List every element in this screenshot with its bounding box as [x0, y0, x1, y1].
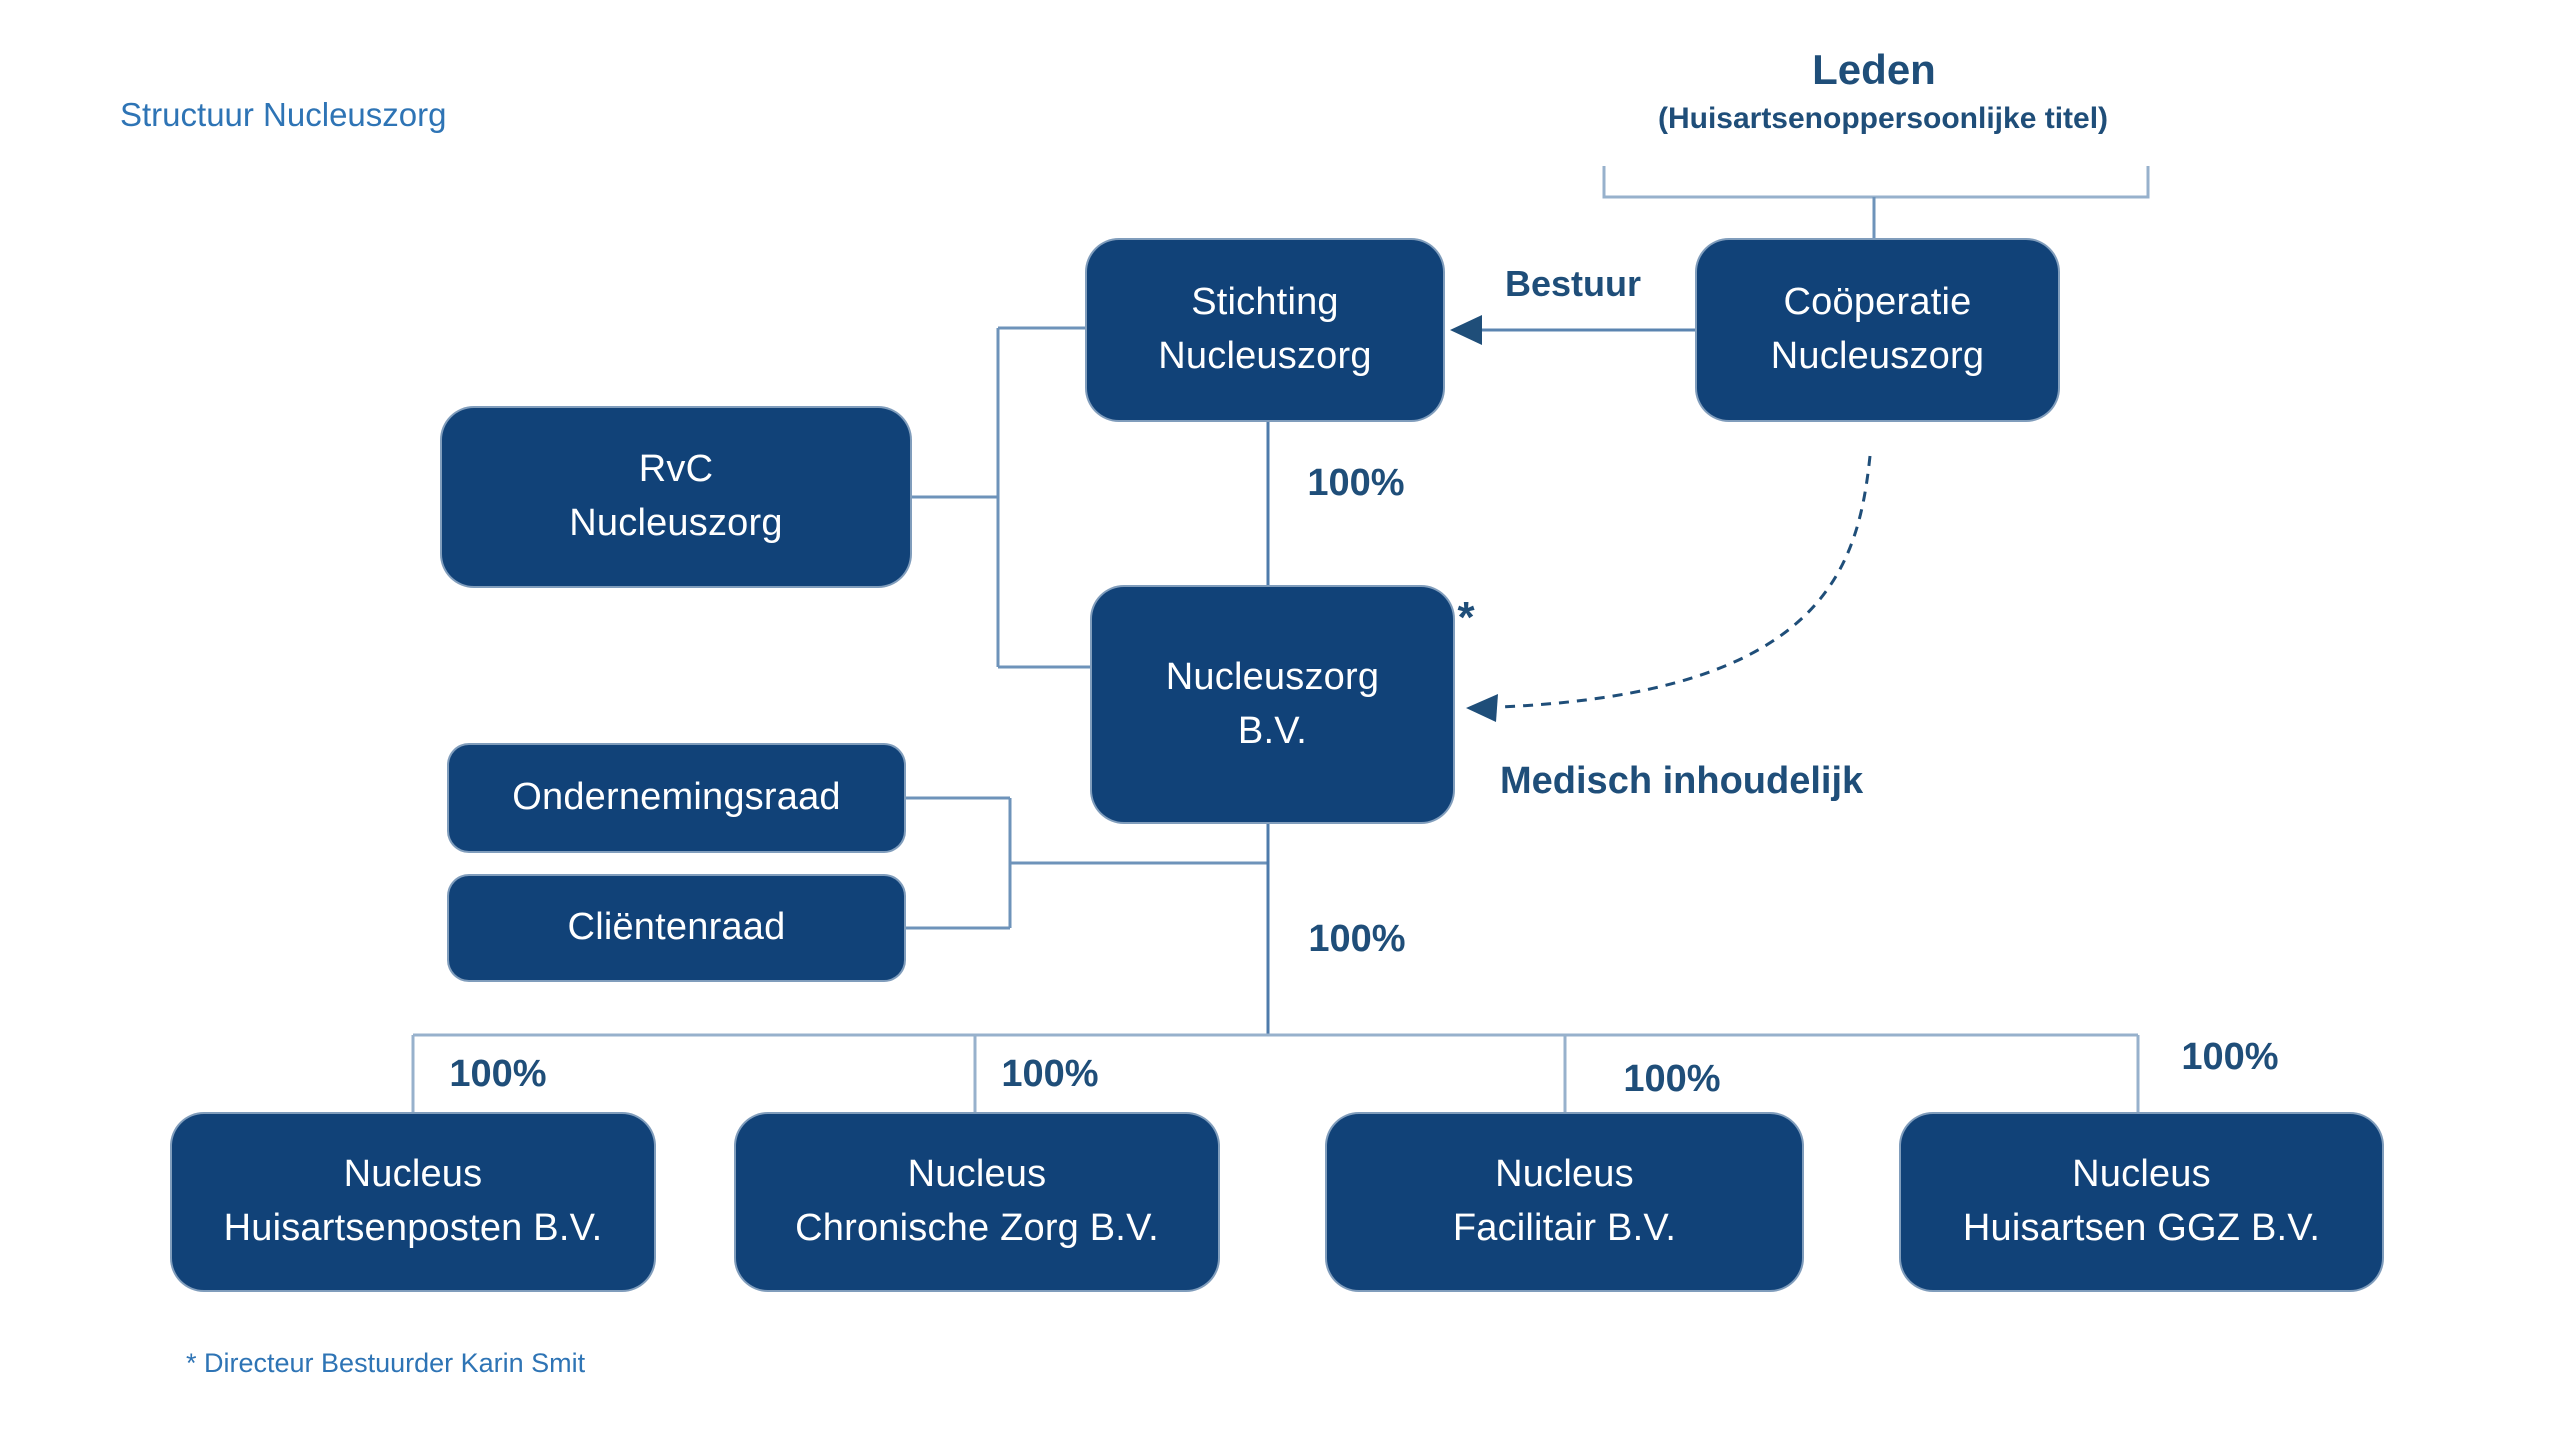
- bestuur-arrowhead-icon: [1450, 315, 1482, 345]
- node-sub1-line2: Huisartsenposten B.V.: [223, 1207, 603, 1249]
- node-rvc-nucleuszorg: RvC Nucleuszorg: [440, 406, 912, 588]
- bestuur-label: Bestuur: [1504, 263, 1642, 304]
- node-stichting-line1: Stichting: [1191, 281, 1339, 324]
- page-title: Structuur Nucleuszorg: [120, 96, 447, 133]
- pct-sub2-label: 100%: [1001, 1053, 1099, 1095]
- node-clientenraad: Cliëntenraad: [447, 874, 906, 982]
- node-nucleuszorg-bv-line1: Nucleuszorg: [1165, 655, 1380, 698]
- footnote: * Directeur Bestuurder Karin Smit: [186, 1348, 586, 1378]
- node-sub2-line1: Nucleus: [907, 1153, 1047, 1196]
- node-cooperatie-line1: Coöperatie: [1783, 281, 1972, 324]
- node-sub1-line1: Nucleus: [343, 1153, 483, 1196]
- node-cooperatie-line2: Nucleuszorg: [1770, 335, 1985, 377]
- node-nucleuszorg-bv-line2: B.V.: [1237, 709, 1308, 752]
- node-ondernemingsraad-label: Ondernemingsraad: [512, 776, 841, 819]
- node-sub2-line2: Chronische Zorg B.V.: [795, 1207, 1159, 1249]
- node-sub3-line1: Nucleus: [1495, 1153, 1634, 1196]
- node-sub3-line2: Facilitair B.V.: [1452, 1207, 1677, 1249]
- node-sub4-line2: Huisartsen GGZ B.V.: [1962, 1207, 2321, 1249]
- leden-bracket-line: [1602, 166, 2150, 199]
- node-rvc-text: RvC Nucleuszorg: [569, 443, 782, 551]
- pct-sub4-label: 100%: [2181, 1036, 2279, 1078]
- node-sub4-line1: Nucleus: [2072, 1153, 2211, 1196]
- asterisk-marker: *: [1457, 593, 1475, 642]
- pct-stichting-bv-label: 100%: [1307, 462, 1405, 504]
- node-rvc-line2: Nucleuszorg: [569, 502, 783, 544]
- pct-sub1-label: 100%: [449, 1053, 547, 1095]
- medisch-arrowhead-icon: [1466, 694, 1498, 722]
- medisch-dashed-curve: [1499, 455, 1872, 709]
- pct-sub3-label: 100%: [1623, 1058, 1721, 1100]
- medisch-inhoudelijk-label: Medisch inhoudelijk: [1500, 760, 1864, 802]
- leden-subtitle: (Huisartsenoppersoonlijke titel): [1657, 102, 2109, 135]
- node-clientenraad-label: Cliëntenraad: [567, 906, 786, 949]
- node-stichting-line2: Nucleuszorg: [1158, 335, 1372, 377]
- pct-bv-subs-label: 100%: [1308, 918, 1406, 960]
- node-ondernemingsraad: Ondernemingsraad: [447, 743, 906, 853]
- node-rvc-line1: RvC: [638, 448, 714, 491]
- leden-title: Leden: [1812, 46, 1936, 93]
